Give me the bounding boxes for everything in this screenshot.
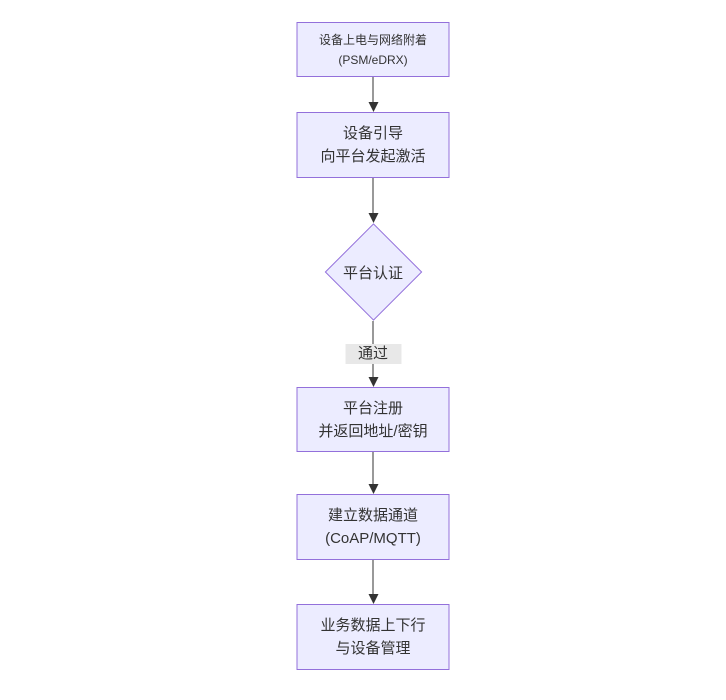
node-text-line: 业务数据上下行 (320, 617, 426, 634)
edge-line (372, 178, 374, 214)
node-text-line: (CoAP/MQTT) (325, 530, 421, 547)
node-text-line: 设备上电与网络附着 (318, 32, 427, 47)
edge-line (372, 77, 374, 103)
node-text-line: 并返回地址/密钥 (318, 422, 428, 440)
flow-node-data-channel[interactable]: 建立数据通道 (CoAP/MQTT) (296, 494, 450, 560)
node-text-line: 平台认证 (342, 264, 403, 282)
arrowhead-icon (368, 377, 378, 387)
arrowhead-icon (368, 484, 378, 494)
edge-label-pass: 通过 (344, 344, 402, 364)
edge-line (372, 560, 374, 595)
flow-node-device-bootstrap[interactable]: 设备引导 向平台发起激活 (296, 112, 450, 178)
edge-arrow-1 (323, 77, 423, 112)
edge-arrow-2 (323, 178, 423, 223)
node-text-line: 建立数据通道 (327, 507, 418, 524)
edge-arrow-5 (323, 560, 423, 604)
arrowhead-icon (368, 102, 378, 112)
node-text-line: 向平台发起激活 (320, 148, 426, 165)
flow-node-platform-register[interactable]: 平台注册 并返回地址/密钥 (296, 387, 450, 452)
arrowhead-icon (368, 594, 378, 604)
node-text-line: 平台注册 (342, 399, 403, 417)
flow-node-device-power-attach[interactable]: 设备上电与网络附着 (PSM/eDRX) (296, 22, 450, 77)
arrowhead-icon (368, 213, 378, 223)
node-text-line: 与设备管理 (335, 640, 411, 657)
node-text-line: (PSM/eDRX) (338, 52, 408, 67)
flow-node-business-data[interactable]: 业务数据上下行 与设备管理 (296, 604, 450, 670)
edge-arrow-4 (323, 452, 423, 494)
node-text-line: 设备引导 (342, 125, 403, 142)
edge-line (372, 452, 374, 485)
edge-arrow-pass: 通过 (323, 321, 423, 387)
flow-node-platform-auth[interactable]: 平台认证 (323, 223, 423, 321)
flowchart: 设备上电与网络附着 (PSM/eDRX) 设备引导 向平台发起激活 平台认证 通… (296, 22, 450, 670)
